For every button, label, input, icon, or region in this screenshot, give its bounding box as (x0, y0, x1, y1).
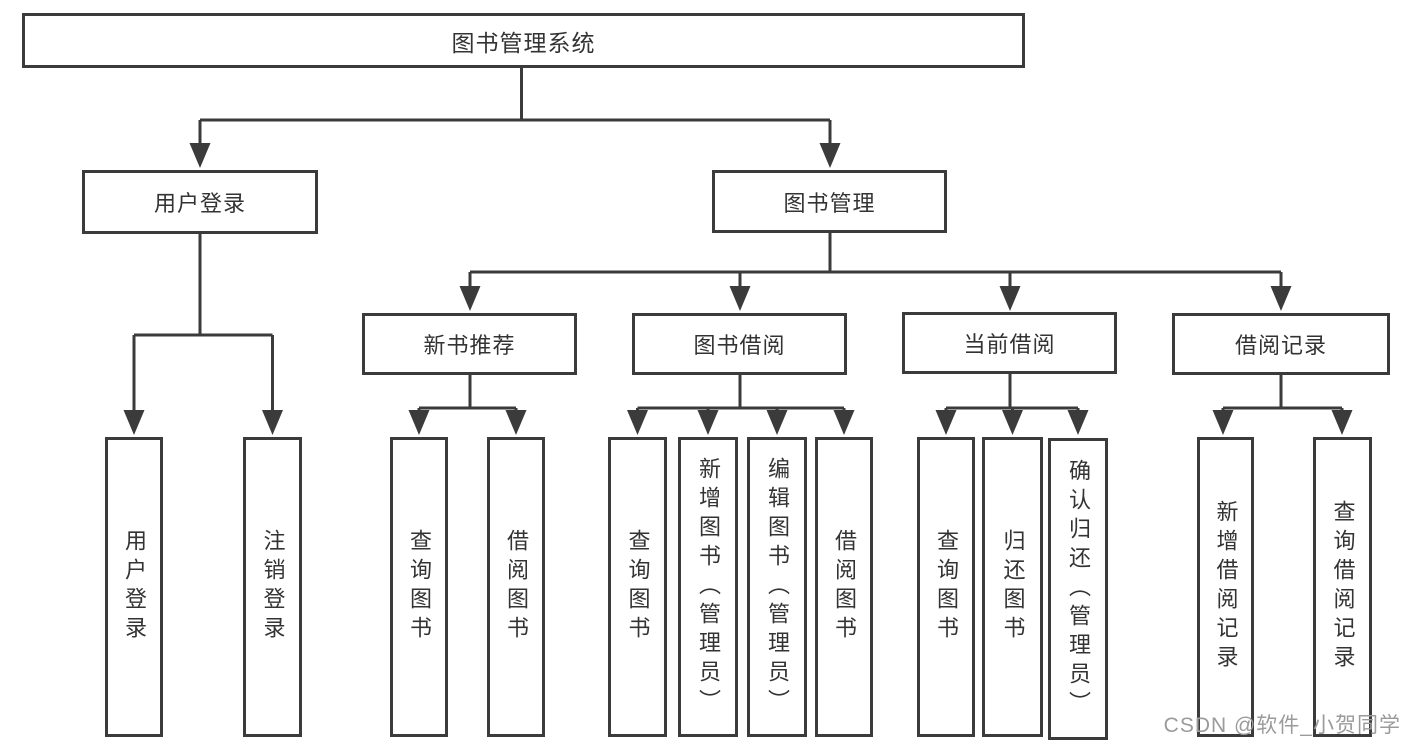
node-user-login-branch-label: 用户登录 (153, 191, 246, 216)
node-logout-leaf-label: 注销登录 (260, 529, 286, 645)
node-query-books-3-label: 查询图书 (934, 529, 959, 645)
node-book-borrowing-label: 图书借阅 (693, 333, 786, 358)
node-edit-book-admin: 编辑图书（管理员） (747, 437, 807, 737)
node-book-borrowing: 图书借阅 (632, 313, 847, 375)
node-root-label: 图书管理系统 (451, 29, 596, 56)
node-query-books-1-label: 查询图书 (407, 529, 432, 645)
arrowheads (123, 143, 1353, 435)
node-logout-leaf: 注销登录 (243, 437, 302, 737)
node-confirm-return-admin-label: 确认归还（管理员） (1066, 458, 1091, 720)
watermark: CSDN @软件_小贺同学 (1163, 714, 1401, 737)
node-borrowing-records-label: 借阅记录 (1234, 333, 1327, 358)
node-current-borrowing-label: 当前借阅 (963, 332, 1056, 357)
node-root: 图书管理系统 (22, 13, 1025, 68)
node-borrow-books-1: 借阅图书 (487, 437, 545, 737)
node-borrowing-records: 借阅记录 (1172, 313, 1390, 375)
node-user-login-leaf-label: 用户登录 (122, 529, 147, 645)
node-new-book-recommend-label: 新书推荐 (423, 333, 516, 358)
node-borrow-books-2: 借阅图书 (815, 437, 873, 737)
node-user-login-branch: 用户登录 (82, 170, 318, 234)
node-return-books-label: 归还图书 (1000, 529, 1026, 645)
connector-borrowing-records-split (1221, 375, 1344, 418)
node-query-borrow-record: 查询借阅记录 (1313, 437, 1372, 737)
node-new-book-recommend: 新书推荐 (362, 313, 577, 375)
node-add-book-admin-label: 新增图书（管理员） (696, 456, 721, 718)
node-edit-book-admin-label: 编辑图书（管理员） (765, 456, 790, 718)
connector-user-login-split (132, 234, 274, 418)
node-borrow-books-1-label: 借阅图书 (504, 529, 529, 645)
connector-root-split (198, 68, 832, 150)
node-query-books-1: 查询图书 (390, 437, 448, 737)
connector-book-management-split (468, 233, 1283, 294)
node-add-borrow-record: 新增借阅记录 (1197, 437, 1254, 737)
node-book-management: 图书管理 (712, 170, 947, 233)
node-book-management-label: 图书管理 (783, 190, 876, 216)
node-query-books-2: 查询图书 (608, 437, 667, 737)
node-borrow-books-2-label: 借阅图书 (832, 529, 857, 645)
node-query-books-3: 查询图书 (917, 437, 975, 737)
connector-new-book-recommend-split (417, 375, 518, 418)
node-current-borrowing: 当前借阅 (902, 312, 1117, 374)
node-user-login-leaf: 用户登录 (105, 437, 163, 737)
connector-book-borrowing-split (636, 375, 846, 418)
node-query-books-2-label: 查询图书 (625, 529, 651, 645)
node-add-borrow-record-label: 新增借阅记录 (1213, 500, 1239, 674)
node-add-book-admin: 新增图书（管理员） (678, 437, 738, 737)
node-confirm-return-admin: 确认归还（管理员） (1048, 438, 1108, 740)
node-return-books: 归还图书 (982, 437, 1043, 737)
node-query-borrow-record-label: 查询借阅记录 (1330, 500, 1356, 674)
